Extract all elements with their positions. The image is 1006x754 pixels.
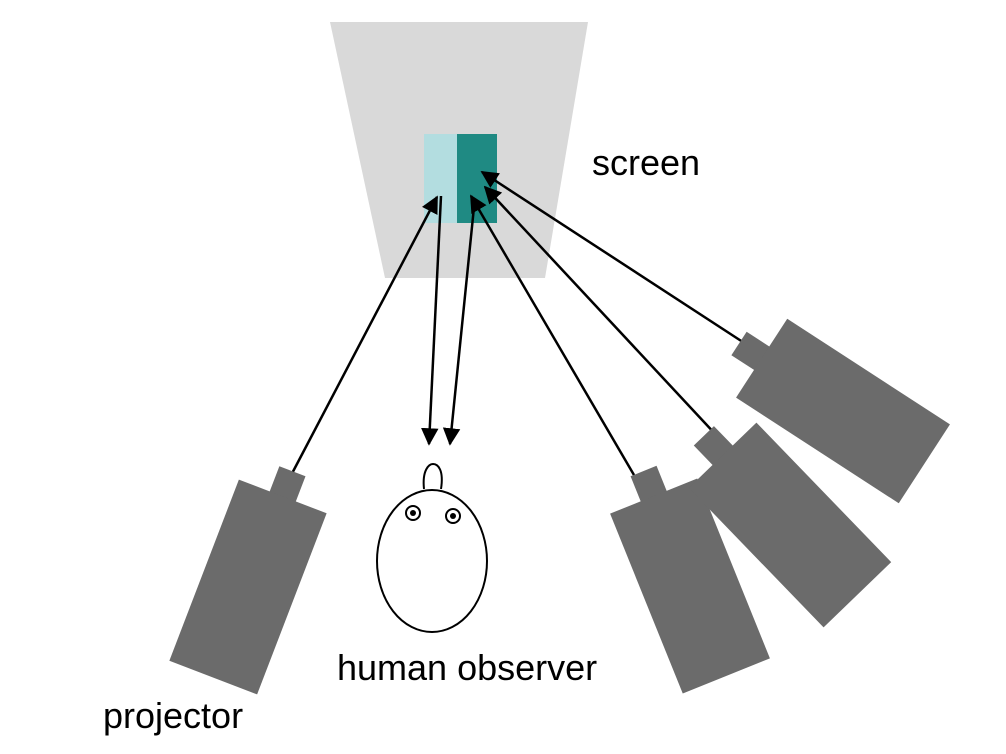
observer-nose [422, 462, 443, 490]
arrow-projector-left [285, 195, 439, 484]
projector-right-1 [610, 465, 770, 694]
observer-pupil-right [450, 513, 456, 519]
projector-right-1-body [610, 478, 770, 694]
observer-pupil-left [410, 510, 416, 516]
projector-right-2 [688, 422, 892, 628]
screen-label: screen [592, 142, 700, 183]
arrow-to-observer-1 [421, 195, 443, 446]
projector-right-2-body [688, 422, 892, 628]
arrow-to-observer-2 [442, 206, 476, 446]
projector-right-3-body [736, 318, 950, 504]
projector-right-3 [731, 318, 950, 504]
observer-label: human observer [337, 647, 597, 688]
observer-head [376, 489, 488, 633]
arrow-projector-right-1 [469, 194, 636, 476]
projector-left-body [169, 479, 327, 695]
arrow-projector-right-3 [480, 170, 753, 350]
human-observer [376, 462, 488, 633]
projector-label: projector [103, 695, 243, 736]
arrow-projector-right-2 [483, 185, 719, 438]
projector-left [169, 466, 327, 695]
